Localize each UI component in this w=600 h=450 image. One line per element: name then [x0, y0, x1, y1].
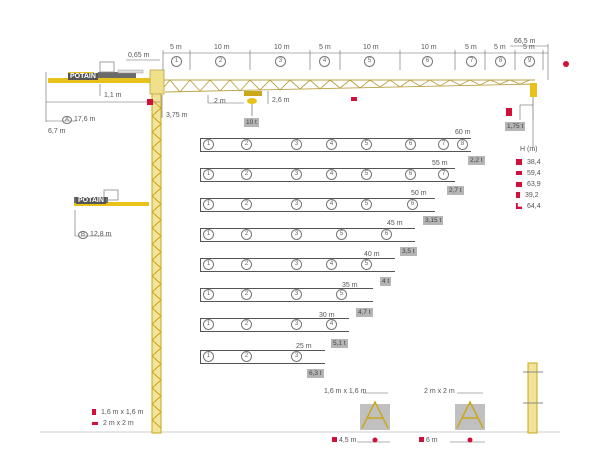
- mast-1-6-icon: [92, 409, 96, 415]
- chassis-6-icon: [419, 437, 424, 442]
- section-number: 2: [215, 56, 226, 67]
- chassis-4-5-icon: [516, 192, 520, 198]
- height-table: H (m) 38,4 59,4 63,9 39,2 64,4: [516, 146, 576, 226]
- section-number: 7: [466, 56, 477, 67]
- mast-fixed-icon: [516, 159, 522, 165]
- base-1-track: 4,5 m: [332, 437, 356, 444]
- height-row: 59,4: [516, 168, 541, 178]
- base-2: [450, 392, 485, 443]
- section-number: 3: [275, 56, 286, 67]
- base-2-mast: 2 m x 2 m: [424, 388, 455, 395]
- height-table-title: H (m): [520, 146, 538, 153]
- config-60m: 1 2 3 4 5 6 7 8: [200, 138, 471, 152]
- jib-lattice: [150, 79, 536, 93]
- mast: [151, 92, 162, 434]
- config-35m: 1 2 3 5: [200, 288, 373, 302]
- jib-total-reach: 66,5 m: [514, 38, 536, 45]
- height-row: 64,4: [516, 201, 541, 211]
- mast-offset: 3,75 m: [166, 112, 188, 119]
- base-1-mast: 1,6 m x 1,6 m: [324, 388, 367, 395]
- config-50m: 1 2 3 4 5 6: [200, 198, 435, 212]
- height-row: 38,4: [516, 157, 541, 167]
- chassis-6-icon: [516, 203, 522, 209]
- section-number: 9: [524, 56, 535, 67]
- brand-logo-b: POTAIN: [76, 197, 106, 204]
- max-load-tag: 10 t: [244, 118, 259, 127]
- mast-2m-icon: [516, 171, 522, 175]
- height-row: 39,2: [516, 190, 539, 200]
- counter-jib-height: 1,1 m: [104, 92, 122, 99]
- section-number: 1: [171, 56, 182, 67]
- section-number: 8: [495, 56, 506, 67]
- chassis-4-5-icon: [332, 437, 337, 442]
- trolley-offset: 2 m: [214, 98, 226, 105]
- config-55m: 1 2 3 4 5 6 7: [200, 168, 455, 182]
- config-25m: 1 2 3: [200, 350, 325, 364]
- mast-legend: 1,6 m x 1,6 m 2 m x 2 m: [92, 407, 162, 431]
- counter-jib-length-a: A 17,6 m: [62, 116, 95, 124]
- section-number: 4: [319, 56, 330, 67]
- section-number: 5: [364, 56, 375, 67]
- hook-height: 2,6 m: [272, 97, 290, 104]
- config-40m: 1 2 3 4 5: [200, 258, 395, 272]
- tip-load-tag: 1,75 t: [505, 122, 526, 131]
- counter-jib-length-b: B 12,8 m: [78, 231, 111, 239]
- brand-logo: POTAIN: [68, 73, 98, 80]
- base-2-track: 6 m: [419, 437, 438, 444]
- mast-section: [523, 362, 543, 434]
- jib-offset: 0,65 m: [128, 52, 150, 59]
- mast-2m-wide-icon: [516, 181, 522, 187]
- config-45m: 1 2 3 5 6: [200, 228, 415, 242]
- base-1: [357, 392, 390, 443]
- height-row: 63,9: [516, 179, 541, 189]
- config-30m: 1 2 3 4: [200, 318, 349, 332]
- mast-2-icon: [92, 421, 98, 425]
- counter-jib-tail: 6,7 m: [48, 128, 66, 135]
- section-number: 6: [422, 56, 433, 67]
